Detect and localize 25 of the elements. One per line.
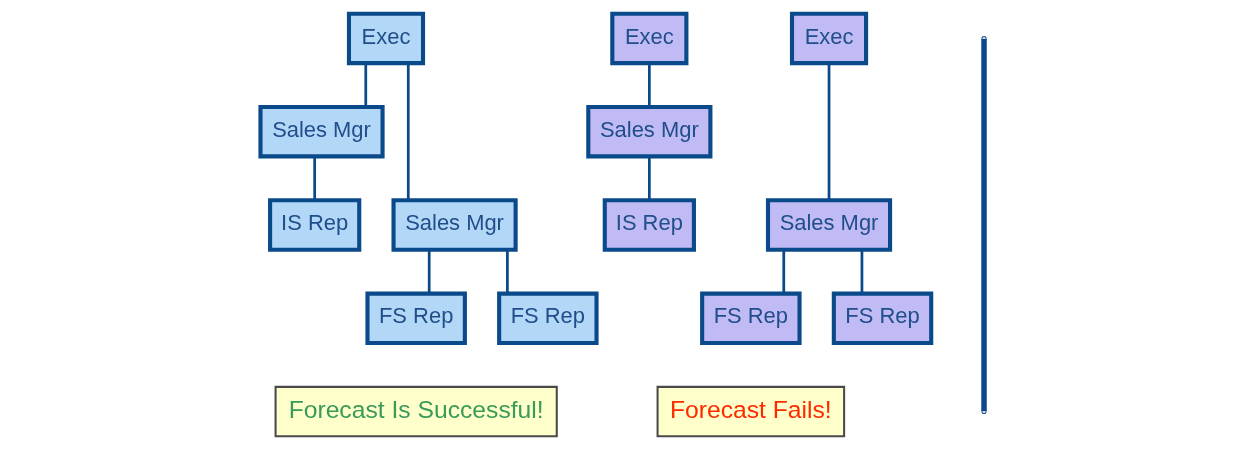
- connector: [860, 250, 863, 294]
- connector: [781, 250, 785, 294]
- connector: [827, 63, 830, 201]
- connector: [363, 63, 367, 107]
- node-box: FS Rep: [364, 291, 467, 345]
- node-box: Sales Mgr: [257, 105, 385, 159]
- connector: [312, 156, 316, 200]
- node-box: Sales Mgr: [585, 105, 712, 159]
- connector: [406, 63, 410, 201]
- node-box: Exec: [789, 11, 868, 66]
- node-box: Exec: [346, 11, 425, 66]
- node-box: Sales Mgr: [390, 198, 518, 252]
- connector: [505, 250, 509, 294]
- node-box: IS Rep: [602, 198, 696, 252]
- node-box: Forecast Fails!: [656, 385, 845, 438]
- node-box: FS Rep: [831, 291, 933, 345]
- node-box: FS Rep: [496, 291, 599, 345]
- node-box: Sales Mgr: [765, 198, 892, 252]
- node-box: IS Rep: [267, 198, 361, 252]
- node-box: FS Rep: [699, 291, 802, 345]
- connector: [647, 63, 651, 107]
- connector: [647, 156, 651, 200]
- connector: [427, 250, 431, 294]
- node-box: Exec: [609, 11, 688, 66]
- node-box: Forecast Is Successful!: [274, 385, 558, 438]
